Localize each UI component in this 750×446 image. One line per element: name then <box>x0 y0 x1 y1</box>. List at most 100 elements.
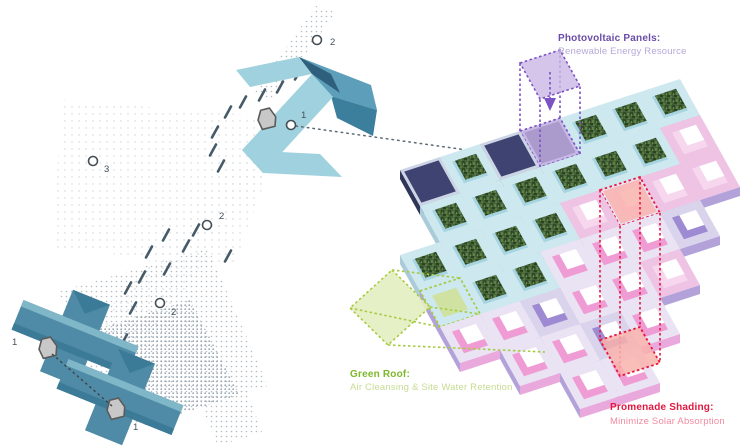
green-roof-planting <box>454 238 487 265</box>
module-side-right <box>700 187 740 209</box>
promenade-dash <box>223 249 233 263</box>
photovoltaic-callout-label: Photovoltaic Panels: Renewable Energy Re… <box>558 33 686 57</box>
promenade-dash <box>181 239 191 253</box>
green-roof-planting <box>474 274 507 301</box>
module-opening <box>659 258 685 280</box>
z-building-facet <box>331 96 377 136</box>
site-marker-circle <box>87 155 99 167</box>
green-roof-prism-edge <box>429 306 481 315</box>
house-icon-shape <box>106 397 126 421</box>
building-a-cross <box>39 289 111 387</box>
green-roof-prism-edge <box>391 269 461 279</box>
site-marker: 2 <box>311 34 335 48</box>
module-opening <box>679 209 705 231</box>
promenade-dash <box>161 228 171 242</box>
promenade-dash <box>210 125 220 139</box>
grid-module-frame <box>440 314 500 372</box>
green-roof-prism-edge <box>349 307 441 328</box>
green-roof-subtitle: Air Cleansing & Site Water Retention <box>350 382 513 393</box>
house-connector-dotted-line <box>51 353 113 407</box>
module-side-left <box>400 170 420 215</box>
photovoltaic-title: Photovoltaic Panels: <box>558 33 660 44</box>
module-opening <box>659 173 685 195</box>
green-roof-planting <box>534 212 567 239</box>
site-marker-circle <box>201 219 213 231</box>
house-icon <box>38 336 58 360</box>
module-opening <box>599 235 625 257</box>
module-side-right <box>620 383 660 405</box>
promenade-dash <box>128 301 138 315</box>
green-roof-planting <box>634 137 667 164</box>
promenade-dash <box>208 143 218 157</box>
grid-module-green <box>420 193 480 251</box>
building-a-light-facet <box>20 299 139 353</box>
grid-module-framePurple <box>660 200 720 258</box>
module-opening <box>559 333 585 355</box>
stipple-tail <box>198 378 262 446</box>
module-opening <box>679 124 705 146</box>
module-side-right <box>660 285 700 307</box>
green-roof-planting <box>454 153 487 180</box>
module-side-left <box>560 373 580 418</box>
site-marker: 1 <box>133 422 138 433</box>
green-roof-planting <box>514 176 547 203</box>
building-a <box>11 289 139 387</box>
promenade-dash <box>191 223 201 237</box>
promenade-callout-label: Promenade Shading: Minimize Solar Absorp… <box>610 402 725 427</box>
module-side-left <box>400 255 420 300</box>
site-marker: 1 <box>12 337 17 348</box>
green-roof-planting <box>654 88 687 115</box>
site-marker-number: 1 <box>12 337 17 348</box>
green-roof-planting <box>554 163 587 190</box>
building-a-dark-facet <box>11 323 130 377</box>
promenade-dash <box>123 281 133 295</box>
module-opening <box>639 222 665 244</box>
promenade-bottom-diamond <box>598 325 662 378</box>
module-side-left <box>440 327 460 372</box>
grid-module-frame <box>560 360 620 418</box>
house-icon-shape <box>38 336 58 360</box>
green-roof-planting <box>434 202 467 229</box>
house-icon-shape <box>257 107 277 131</box>
site-marker: 2 <box>154 297 176 318</box>
module-side-right <box>460 350 500 372</box>
promenade-highlight-fill <box>603 179 657 224</box>
green-roof-title: Green Roof: <box>350 369 410 380</box>
module-opening <box>559 248 585 270</box>
green-roof-prism-edge <box>387 344 546 353</box>
site-marker: 3 <box>87 155 109 175</box>
plan-to-grid-connector-line <box>295 125 482 153</box>
module-opening <box>539 297 565 319</box>
promenade-dash <box>162 262 172 276</box>
site-marker-circle <box>285 119 297 131</box>
green-roof-planting <box>494 225 527 252</box>
building-b-fold <box>117 348 156 373</box>
site-marker: 2 <box>201 211 224 231</box>
green-roof-planting <box>594 150 627 177</box>
module-side-right <box>680 236 720 258</box>
callout-overlays <box>348 49 662 378</box>
green-roof-highlight-fill <box>434 287 467 314</box>
site-marker-number: 2 <box>171 307 176 318</box>
promenade-dash <box>275 80 285 94</box>
z-building-facet <box>242 150 342 177</box>
green-roof-diamond <box>348 268 432 347</box>
site-marker-circle <box>154 297 166 309</box>
house-icons <box>38 107 277 421</box>
site-marker-number: 2 <box>219 211 224 222</box>
photovoltaic-highlight-fill <box>520 118 580 167</box>
promenade-title: Promenade Shading: <box>610 402 714 413</box>
module-opening <box>579 199 605 221</box>
z-building-facet <box>299 57 340 93</box>
building-b-cross <box>84 348 156 446</box>
module-opening <box>459 323 485 345</box>
building-b-light-facet <box>65 358 184 412</box>
house-icon <box>106 397 126 421</box>
promenade-dash <box>216 159 226 173</box>
site-marker-number: 1 <box>133 422 138 433</box>
module-side-right <box>520 373 560 395</box>
site-marker-number: 3 <box>104 164 109 175</box>
promenade-dash <box>257 88 267 102</box>
